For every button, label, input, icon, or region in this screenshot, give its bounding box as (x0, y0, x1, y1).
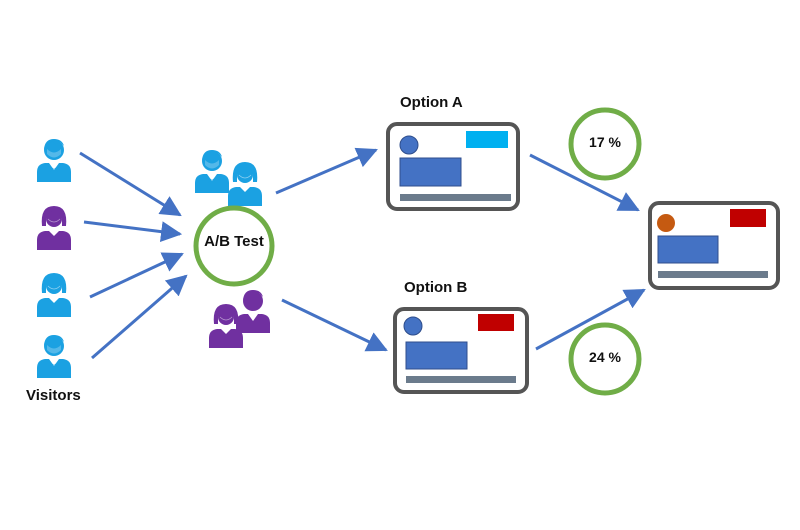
group-a-person-male-icon (195, 150, 229, 193)
conversion-circle-a (568, 107, 642, 181)
group-b-person-male-icon (236, 290, 270, 333)
option-a-conversion-rate: 17 % (589, 134, 621, 150)
group-b-icons (208, 290, 270, 349)
result-card (648, 201, 780, 290)
conversion-circle-b (568, 322, 642, 396)
option-b-content-block (405, 341, 468, 370)
visitors-label: Visitors (26, 387, 81, 404)
visitor-icon-2 (36, 205, 72, 251)
ab-test-circle (193, 205, 275, 287)
option-a-label: Option A (400, 94, 463, 111)
arrow-visitor-1 (79, 151, 182, 217)
result-footer-bar (658, 271, 768, 278)
option-a-avatar-dot (399, 135, 419, 155)
result-content-block (657, 235, 719, 264)
visitor-icon-4 (37, 335, 71, 378)
option-b-label: Option B (404, 279, 468, 296)
arrow-to-option-b (281, 298, 388, 352)
group-a-icons (195, 150, 263, 207)
arrow-to-option-a (275, 147, 378, 195)
arrow-visitor-3 (89, 252, 184, 299)
result-avatar-dot (657, 214, 675, 232)
option-a-accent-bar (466, 131, 508, 148)
option-a-content-block (399, 157, 462, 187)
arrow-visitor-4 (91, 274, 188, 360)
option-b-accent-bar (478, 314, 514, 331)
option-b-card (393, 307, 529, 394)
option-b-footer-bar (406, 376, 516, 383)
option-b-conversion-rate: 24 % (589, 349, 621, 365)
visitor-icon-1 (37, 139, 71, 182)
ab-test-label: A/B Test (204, 233, 264, 250)
option-a-footer-bar (400, 194, 511, 201)
option-b-avatar-dot (403, 316, 423, 336)
result-accent-bar (730, 209, 766, 227)
arrow-visitor-2 (83, 220, 183, 243)
visitor-icon-3 (36, 272, 72, 318)
arrow-a-to-result (529, 153, 640, 212)
option-a-card (386, 122, 520, 211)
group-a-person-female-icon (227, 161, 263, 207)
arrow-b-to-result (535, 288, 646, 351)
